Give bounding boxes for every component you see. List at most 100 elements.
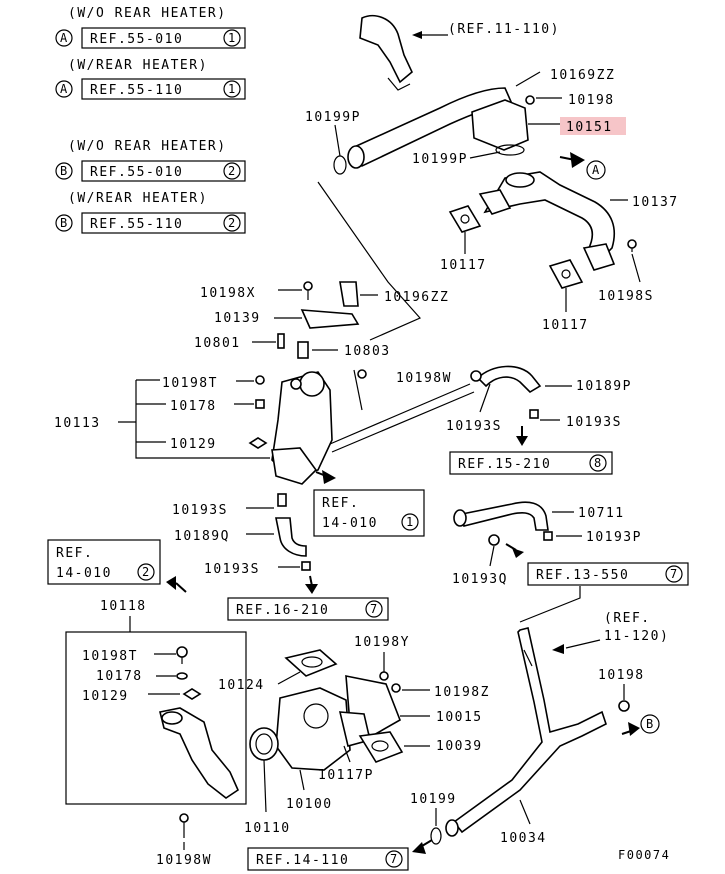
label-10198-bottom: 10198 (598, 668, 645, 683)
ref-13-550-num: 7 (670, 567, 679, 581)
clip-10193q (488, 534, 500, 546)
ref-16-210-num: 7 (370, 602, 379, 616)
label-10178-b: 10178 (96, 669, 143, 684)
sensor-10803 (297, 341, 309, 359)
ref-55-110-b-circle (223, 214, 241, 232)
gasket-10129-a (248, 437, 268, 449)
label-10198s-top: 10198S (598, 289, 654, 304)
ref-55-110-a-num: 1 (228, 82, 237, 96)
pipe-10034-end (445, 819, 459, 837)
label-10199p-b: 10199P (412, 152, 468, 167)
label-10178-a: 10178 (170, 399, 217, 414)
clip-10193s-d (301, 561, 311, 571)
marker-a (586, 160, 606, 180)
label-10198t-a: 10198T (162, 376, 218, 391)
clamp-10199 (430, 827, 442, 845)
arrow-ref-14-010-a-stem (315, 471, 327, 477)
ref-55-110-b-label: REF.55-110 (90, 217, 183, 232)
arrow-to-ref-15-210 (516, 436, 528, 446)
hose-10711 (461, 501, 549, 531)
housing-10113-port (299, 371, 325, 397)
label-10198t-b: 10198T (82, 649, 138, 664)
arrow-to-a (570, 152, 585, 168)
leader-10110 (263, 759, 267, 813)
clip-10193s-c (277, 493, 287, 507)
ref-14-010-a-num: 1 (406, 515, 415, 529)
ref-14-110-num: 7 (390, 852, 399, 866)
label-10193q: 10193Q (452, 572, 508, 587)
ref-55-110-a-label: REF.55-110 (90, 83, 183, 98)
housing-10113-outlet (271, 447, 318, 485)
gasket-10117-b-hole (561, 269, 571, 279)
note-w-rear-heater-2: (W/REAR HEATER) (68, 191, 208, 206)
note-wo-rear-heater-2: (W/O REAR HEATER) (68, 139, 227, 154)
ref-14-010-b-circle (137, 563, 155, 581)
washer-10178-b (176, 672, 188, 680)
gasket-10129-b (182, 688, 202, 700)
bracket-10196zz (339, 281, 359, 307)
ref-14-110-label: REF.14-110 (256, 853, 349, 868)
circle-marker-a2 (55, 80, 73, 98)
clip-10193p (543, 531, 553, 541)
label-10198w-b: 10198W (156, 853, 212, 868)
case-10100 (249, 675, 404, 771)
bracket-10139 (300, 309, 360, 329)
label-10117-b: 10117 (542, 318, 589, 333)
ref-16-210-label: REF.16-210 (236, 603, 329, 618)
circle-a2-label: A (60, 82, 69, 96)
housing-stud-head (357, 369, 367, 379)
case-10100-port (303, 703, 329, 729)
leader-10034 (519, 799, 531, 825)
hose-10711-end (453, 509, 467, 527)
arrow-a-stem (559, 156, 576, 161)
bolt-10198x-head (303, 281, 313, 291)
ref-55-010-a-label: REF.55-010 (90, 32, 183, 47)
housing-10113 (271, 369, 475, 485)
pipe-10137-group (478, 171, 628, 271)
label-10169zz: 10169ZZ (550, 68, 615, 83)
label-10129-b: 10129 (82, 689, 129, 704)
label-10117p: 10117P (318, 768, 374, 783)
arrow-to-ref-14-010-b (166, 576, 176, 590)
top-hose-group: (REF.11-110) (333, 14, 560, 175)
leader-10198s (631, 253, 641, 283)
ref-14-010-b-line1: REF. (56, 546, 93, 561)
ref-13-550-label: REF.13-550 (536, 568, 629, 583)
ref-11-110-label: (REF.11-110) (448, 22, 560, 37)
gasket-10117-a (448, 205, 482, 233)
ref-box-14-010-a (313, 489, 425, 537)
gasket-10124-hole (301, 656, 323, 668)
bolt-10198y (379, 671, 389, 681)
arrow-ref-11-120 (552, 644, 564, 654)
arrow-ref-11-110 (412, 31, 422, 39)
leader-10117p (343, 745, 351, 763)
box-10118 (65, 631, 247, 805)
hose-end-ring (347, 145, 365, 169)
label-10199: 10199 (410, 792, 457, 807)
arrow-to-ref-13-550 (512, 548, 524, 558)
bolt-10198t-b (176, 646, 188, 658)
leader-ref-13-550-to-pipe (519, 586, 581, 623)
bolt-10198s-top (627, 239, 637, 249)
leader-10199p-a (334, 124, 341, 157)
thermostat-10110 (249, 727, 279, 761)
label-10803: 10803 (344, 344, 391, 359)
circle-marker-b2 (55, 214, 73, 232)
gasket-10039 (358, 731, 404, 763)
label-10801: 10801 (194, 336, 241, 351)
ref-box-55-010-a (81, 27, 246, 49)
arrow-to-ref-14-010-a (322, 470, 336, 484)
leader-hose-to-housing (317, 181, 421, 341)
outlet-gasket-10199p (495, 144, 525, 156)
label-10118: 10118 (100, 599, 147, 614)
arrow-ref-14-010-b-stem (175, 582, 187, 593)
circle-a1-label: A (60, 31, 69, 45)
bolt-10198t-a (255, 375, 265, 385)
label-10113: 10113 (54, 416, 101, 431)
bolt-10198w-b-head (179, 813, 189, 823)
ref-box-13-550 (527, 562, 689, 586)
clip-10193s-b (529, 409, 539, 419)
circle-marker-a1 (55, 29, 73, 47)
leader-10199p-b (469, 151, 501, 159)
